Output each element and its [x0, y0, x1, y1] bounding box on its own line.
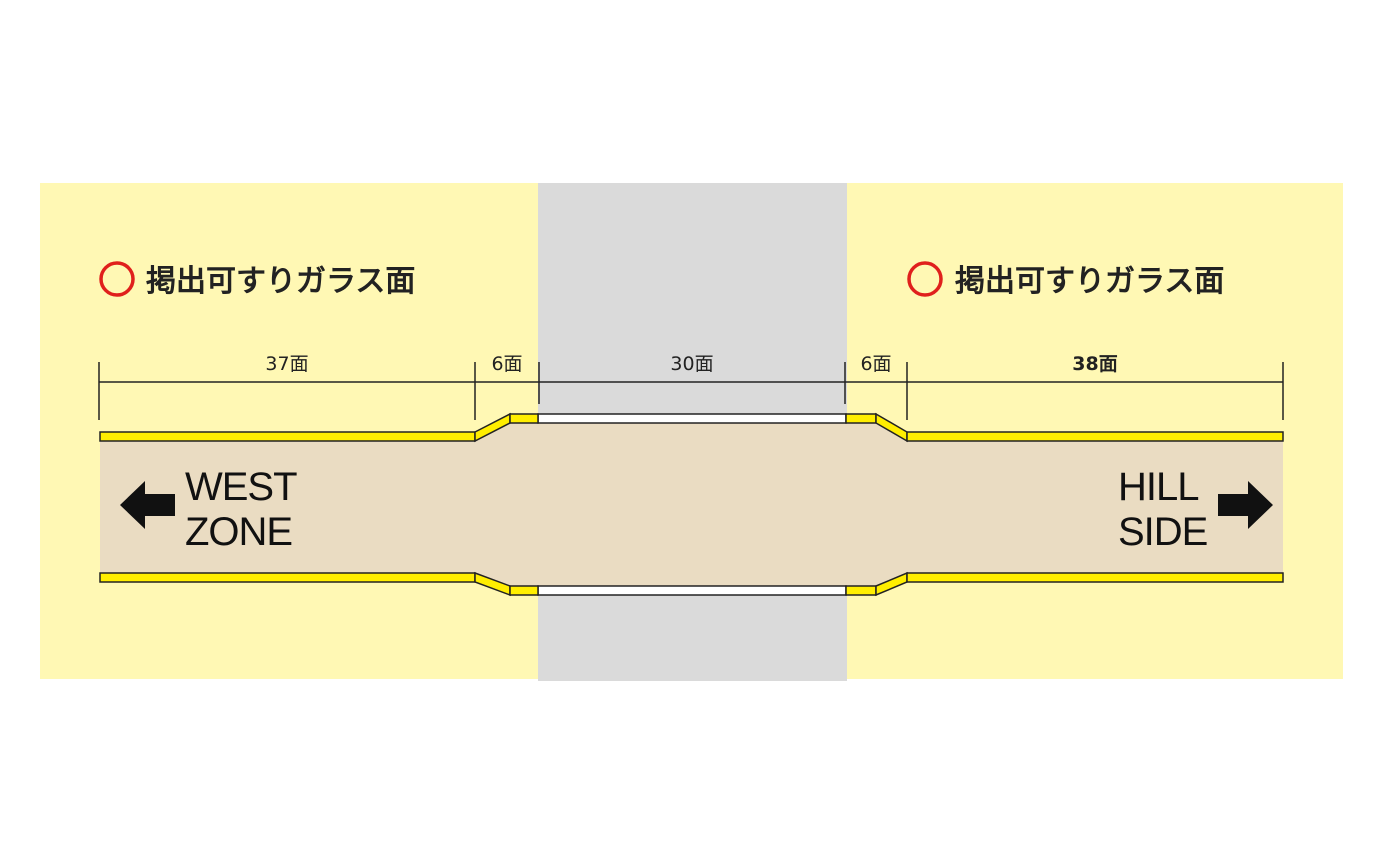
direction-left-line1: WEST	[185, 465, 297, 509]
curbs	[99, 412, 1284, 597]
allowed-marker-icon	[907, 261, 943, 297]
dimension-label-west-transition: 6面	[491, 353, 522, 375]
direction-left-line2: ZONE	[185, 510, 292, 554]
dimension-label-east: 38面	[1072, 353, 1117, 375]
arrow-left-icon	[120, 481, 175, 529]
heading-right: 掲出可すりガラス面	[955, 264, 1224, 299]
crosswalk-bottom-edge	[537, 585, 847, 596]
heading-left: 掲出可すりガラス面	[146, 264, 415, 299]
dimension-label-east-transition: 6面	[860, 353, 891, 375]
direction-right-line1: HILL	[1118, 465, 1199, 509]
dimension-label-west: 37面	[265, 353, 308, 375]
direction-right-line2: SIDE	[1118, 510, 1207, 554]
allowed-marker-icon	[99, 261, 135, 297]
crosswalk-top-edge	[537, 413, 847, 424]
arrow-right-icon	[1218, 481, 1273, 529]
right-allowed-zone	[847, 183, 1343, 679]
road	[100, 423, 1283, 586]
dimension-label-center: 30面	[670, 353, 713, 375]
dimension-lines	[98, 362, 1284, 420]
left-allowed-zone	[40, 183, 538, 679]
